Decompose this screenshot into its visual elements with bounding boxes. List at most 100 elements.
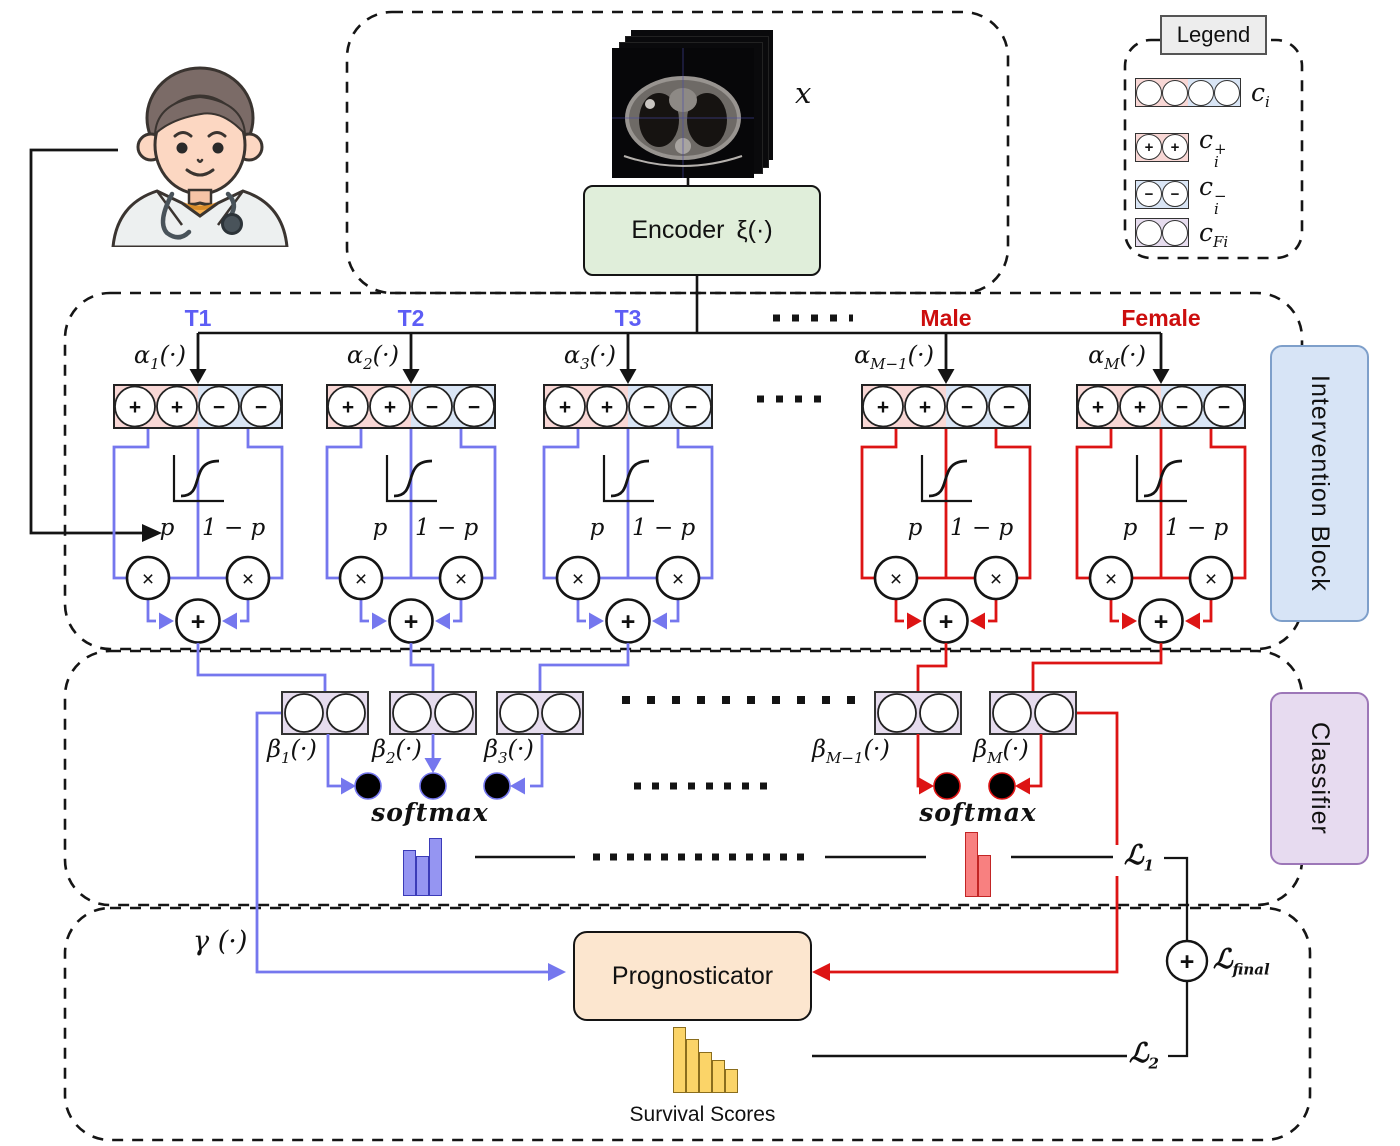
times-node bbox=[438, 555, 484, 601]
bar bbox=[673, 1027, 686, 1093]
concept-circle-sign: + bbox=[1134, 396, 1146, 419]
plus-in-arrow-left bbox=[907, 612, 922, 630]
intervention-column-T3: ++−−××+ bbox=[483, 333, 714, 800]
concept-circle-sign: − bbox=[1176, 396, 1188, 419]
p-label: p bbox=[372, 515, 388, 541]
softmax-node bbox=[354, 772, 382, 800]
concept-circle bbox=[156, 385, 198, 428]
concept-circle bbox=[114, 385, 156, 428]
bar bbox=[725, 1069, 738, 1093]
header-drop-arrowhead bbox=[619, 369, 637, 384]
to-classifier-wire bbox=[196, 643, 327, 692]
input-label: x bbox=[795, 76, 812, 110]
plus-symbol: + bbox=[939, 608, 954, 636]
concept-circle-sign: + bbox=[919, 396, 931, 419]
alpha-label: αM−1(·) bbox=[853, 341, 934, 373]
times-node bbox=[655, 555, 701, 601]
concept-circle-sign: − bbox=[468, 396, 480, 419]
softmax-arrowhead bbox=[919, 777, 934, 795]
positive-branch-wire bbox=[325, 428, 363, 580]
classifier-concept-circle bbox=[326, 693, 366, 733]
plus-node bbox=[923, 598, 969, 644]
plus-in-arrow-right bbox=[222, 612, 237, 630]
sex-route-lower bbox=[826, 876, 1119, 974]
bar bbox=[429, 838, 442, 896]
concept-circle bbox=[904, 385, 946, 428]
to-classifier-wire bbox=[538, 643, 630, 692]
negative-branch-wire bbox=[459, 428, 497, 580]
concept-circle bbox=[240, 385, 282, 428]
concept-circle bbox=[1203, 385, 1245, 428]
one-minus-p-label: 1 − p bbox=[950, 515, 1014, 541]
plus-in-arrow-left bbox=[1122, 612, 1137, 630]
softmax-node bbox=[483, 772, 511, 800]
column-header-Male: Male bbox=[920, 305, 972, 331]
treatment-softmax-bars bbox=[403, 838, 442, 896]
p-label: p bbox=[589, 515, 605, 541]
concept-circle bbox=[946, 385, 988, 428]
plus-in-arrow-right bbox=[1185, 612, 1200, 630]
softmax-node bbox=[419, 772, 447, 800]
times-node bbox=[225, 555, 271, 601]
concept-circle bbox=[198, 385, 240, 428]
sex-route-upper bbox=[1075, 711, 1119, 845]
concept-circle-sign: + bbox=[342, 396, 354, 419]
positive-branch-wire bbox=[112, 428, 150, 580]
concept-circle bbox=[1077, 385, 1119, 428]
times-to-plus-right bbox=[670, 599, 680, 623]
concept-circle-sign: + bbox=[171, 396, 183, 419]
times-to-plus-left bbox=[359, 599, 369, 623]
beta-label: β1(·) bbox=[267, 735, 317, 767]
doctor-avatar bbox=[111, 66, 289, 247]
bar bbox=[978, 855, 991, 897]
times-symbol: × bbox=[355, 568, 367, 591]
times-to-plus-right bbox=[1203, 599, 1213, 623]
sigmoid-curve bbox=[928, 459, 968, 498]
plus-in-arrow-right bbox=[435, 612, 450, 630]
concept-box-outline bbox=[1076, 384, 1246, 429]
negative-branch-wire bbox=[994, 428, 1032, 580]
times-node bbox=[973, 555, 1019, 601]
concept-circle bbox=[327, 385, 369, 428]
bar bbox=[403, 850, 416, 896]
l2-bracket bbox=[1168, 982, 1189, 1058]
sigmoid-axes bbox=[920, 455, 972, 503]
bar bbox=[686, 1039, 699, 1093]
bar bbox=[712, 1060, 725, 1093]
concept-box-outline bbox=[113, 384, 283, 429]
times-node bbox=[1188, 555, 1234, 601]
classifier-concept-circle bbox=[284, 693, 324, 733]
beta-label: β3(·) bbox=[484, 735, 534, 767]
alpha-label: α3(·) bbox=[563, 341, 616, 373]
times-symbol: × bbox=[242, 568, 254, 591]
doctor-arrowhead bbox=[142, 524, 162, 542]
times-symbol: × bbox=[890, 568, 902, 591]
classifier-concept-circle bbox=[499, 693, 539, 733]
column-header-T2: T2 bbox=[397, 305, 425, 331]
header-drop-arrowhead bbox=[402, 369, 420, 384]
to-softmax-wire bbox=[326, 734, 342, 788]
column-header-Female: Female bbox=[1121, 305, 1201, 331]
bar bbox=[416, 856, 429, 896]
times-to-plus-right bbox=[988, 599, 998, 623]
gamma-label: γ (·) bbox=[193, 926, 248, 957]
concept-circle bbox=[670, 385, 712, 428]
concept-circle-sign: + bbox=[1092, 396, 1104, 419]
negative-branch-wire bbox=[676, 428, 714, 580]
times-symbol: × bbox=[1105, 568, 1117, 591]
concept-circle-sign: + bbox=[559, 396, 571, 419]
negative-branch-wire bbox=[1209, 428, 1247, 580]
p-label: p bbox=[907, 515, 923, 541]
times-node bbox=[125, 555, 171, 601]
legend-row-ci: ci bbox=[1135, 78, 1270, 110]
plus-node bbox=[1138, 598, 1184, 644]
plus-in-arrow-left bbox=[589, 612, 604, 630]
times-to-plus-left bbox=[1109, 599, 1119, 623]
gamma-route bbox=[255, 711, 552, 974]
softmax-arrowhead bbox=[1015, 777, 1030, 795]
plus-in-arrow-left bbox=[372, 612, 387, 630]
times-symbol: × bbox=[142, 568, 154, 591]
plus-node bbox=[388, 598, 434, 644]
intervention-block-label: Intervention Block bbox=[1270, 345, 1369, 622]
to-classifier-wire bbox=[409, 643, 435, 692]
